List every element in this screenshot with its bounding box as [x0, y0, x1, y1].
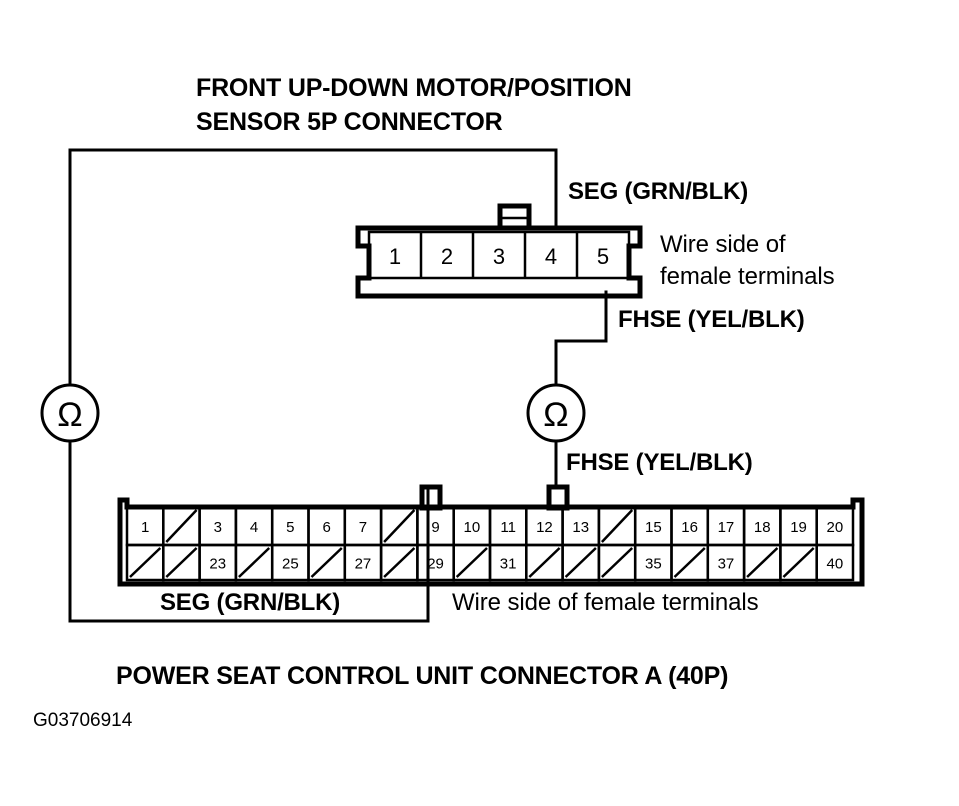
pin-40p-24-blank-icon	[238, 547, 271, 578]
pin-5p-1[interactable]: 1	[389, 244, 401, 269]
pin-40p-12-label: 12	[536, 519, 553, 536]
ohmmeter-icon	[526, 383, 586, 443]
pin-40p-26-blank-icon	[310, 547, 343, 578]
pin-40p-32-blank-icon	[528, 547, 561, 578]
pin-40p-6-label: 6	[322, 519, 330, 536]
pin-40p-29-label: 29	[427, 556, 444, 573]
pin-40p-31-label: 31	[500, 556, 517, 573]
pin-40p-21-blank-icon	[129, 547, 162, 578]
pin-40p-22-blank-icon	[165, 547, 198, 578]
pin-40p-17-label: 17	[718, 519, 735, 536]
pin-5p-4[interactable]: 4	[545, 244, 557, 269]
pin-40p-16-label: 16	[681, 519, 698, 536]
pin-40p-28-blank-icon	[383, 547, 416, 578]
pin-5p-5[interactable]: 5	[597, 244, 609, 269]
wire-seg-lower	[68, 439, 430, 623]
pin-40p-20-label: 20	[827, 519, 844, 536]
pin-40p-40-label: 40	[827, 556, 844, 573]
pin-40p-10-label: 10	[464, 519, 481, 536]
pin-40p-25-label: 25	[282, 556, 299, 573]
label-seg-bottom: SEG (GRN/BLK)	[160, 589, 340, 616]
page-title-line2: SENSOR 5P CONNECTOR	[196, 108, 503, 136]
pin-5p-3[interactable]: 3	[493, 244, 505, 269]
connector-40p-shell	[117, 497, 865, 587]
label-wire-side-top-line1: Wire side of	[660, 231, 786, 258]
pin-40p-8-blank-icon	[383, 509, 416, 543]
pin-40p-39-blank-icon	[782, 547, 815, 578]
pin-40p-36-blank-icon	[673, 547, 706, 578]
pin-40p-40[interactable]	[815, 543, 855, 582]
pin-40p-23-label: 23	[209, 556, 226, 573]
wire-seg-upper	[68, 148, 558, 387]
label-fhse-top: FHSE (YEL/BLK)	[618, 306, 805, 333]
connector-5p-cavity	[367, 230, 631, 280]
pin-40p-30-blank-icon	[455, 547, 488, 578]
pin-40p-2-blank-icon	[165, 509, 198, 543]
pin-40p-37-label: 37	[718, 556, 735, 573]
pin-40p-35-label: 35	[645, 556, 662, 573]
wire-fhse-upper	[554, 290, 608, 387]
ohmmeter-left-symbol: Ω	[57, 396, 82, 434]
pin-40p-18-label: 18	[754, 519, 771, 536]
ohmmeter-icon	[40, 383, 100, 443]
pin-40p-13-label: 13	[572, 519, 589, 536]
ohmmeter-left[interactable]: Ω	[40, 383, 100, 443]
pin-40p-4-label: 4	[250, 519, 258, 536]
pin-40p-9-label: 9	[431, 519, 439, 536]
pin-40p-1-label: 1	[141, 519, 149, 536]
pin-40p-7-label: 7	[359, 519, 367, 536]
label-fhse-bottom: FHSE (YEL/BLK)	[566, 449, 753, 476]
pin-40p-38-blank-icon	[746, 547, 779, 578]
pin-40p-11-label: 11	[500, 519, 516, 536]
pin-40p-14-blank-icon	[600, 509, 634, 543]
pin-5p-2[interactable]: 2	[441, 244, 453, 269]
pin-40p-15-label: 15	[645, 519, 662, 536]
image-code: G03706914	[33, 710, 133, 731]
footer-title: POWER SEAT CONTROL UNIT CONNECTOR A (40P…	[116, 662, 728, 690]
label-seg-top: SEG (GRN/BLK)	[568, 178, 748, 205]
pin-40p-34-blank-icon	[601, 547, 634, 578]
pin-40p-33-blank-icon	[564, 547, 597, 578]
ohmmeter-right[interactable]: Ω	[526, 383, 586, 443]
label-wire-side-top-line2: female terminals	[660, 263, 835, 290]
pin-40p-5-label: 5	[286, 519, 294, 536]
page-title-line1: FRONT UP-DOWN MOTOR/POSITION	[196, 74, 632, 102]
pin-40p-27-label: 27	[355, 556, 372, 573]
pin-40p-19-label: 19	[790, 519, 807, 536]
label-wire-side-bottom: Wire side of female terminals	[452, 589, 759, 616]
connector-5p: 1 2 3 4 5	[355, 203, 643, 299]
pin-40p-3-label: 3	[214, 519, 222, 536]
ohmmeter-right-symbol: Ω	[543, 396, 568, 434]
